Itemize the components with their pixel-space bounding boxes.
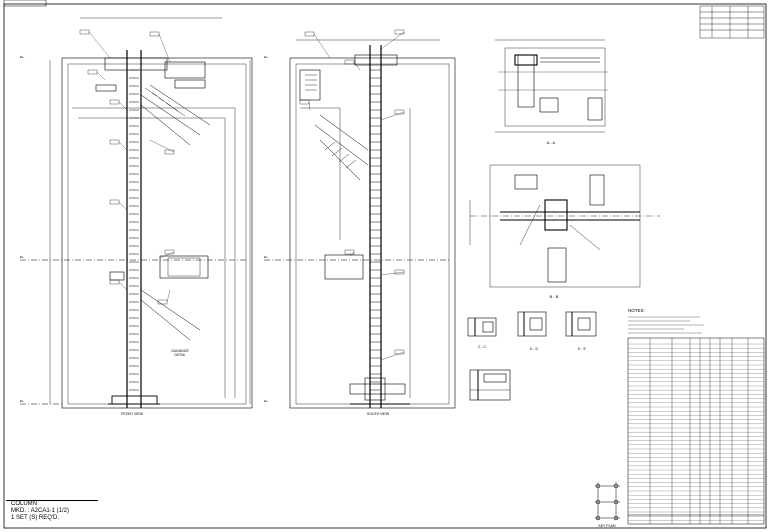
section-d-d — [517, 311, 547, 337]
south-elevation-top: EL. — [264, 55, 269, 59]
section-e-e-label: E - E — [578, 347, 586, 351]
revision-table — [699, 5, 765, 39]
bill-of-material-table — [627, 337, 765, 525]
section-c-c — [467, 317, 497, 337]
front-column-bolts — [129, 69, 139, 391]
front-part-marks — [79, 29, 175, 305]
elevation-top-label: EL. — [20, 55, 25, 59]
section-a-a — [495, 39, 608, 133]
south-column-bolts — [370, 69, 381, 391]
front-view-label: FRONT VIEW — [121, 412, 144, 416]
title-block: COLUMN MKD. : A2CA1-1 (1/2) 1 SET (S) RE… — [6, 500, 98, 527]
elevation-bottom-label: EL. — [20, 399, 25, 403]
notes-lines — [628, 316, 704, 334]
notes-heading: NOTES: — [628, 308, 645, 313]
south-elevation-bottom: EL. — [264, 399, 269, 403]
title-mark: MKD. : A2CA1-1 (1/2) — [11, 508, 70, 514]
south-view — [264, 29, 456, 409]
front-view — [20, 17, 253, 409]
section-e-e — [565, 311, 597, 337]
title-name: COLUMN — [11, 501, 38, 507]
key-plan-label: KEY PLAN — [598, 524, 616, 528]
sheet-border — [3, 3, 767, 529]
sheet-corner-tab — [3, 0, 47, 7]
title-qty: 1 SET (S) REQ'D. — [11, 515, 60, 521]
section-c-c-label: C - C — [478, 345, 487, 349]
south-view-label: SOUTH VIEW — [367, 412, 390, 416]
south-elevation-middle: EL. — [264, 255, 269, 259]
section-a-a-label: A - A — [547, 140, 556, 145]
section-b-b-label: B - B — [550, 294, 559, 299]
key-plan — [595, 482, 620, 521]
south-part-marks — [299, 29, 405, 361]
section-d-d-label: D - D — [530, 347, 539, 351]
detail-f — [469, 369, 511, 401]
section-b-b — [469, 164, 660, 288]
elevation-middle-label: EL. — [20, 255, 25, 259]
